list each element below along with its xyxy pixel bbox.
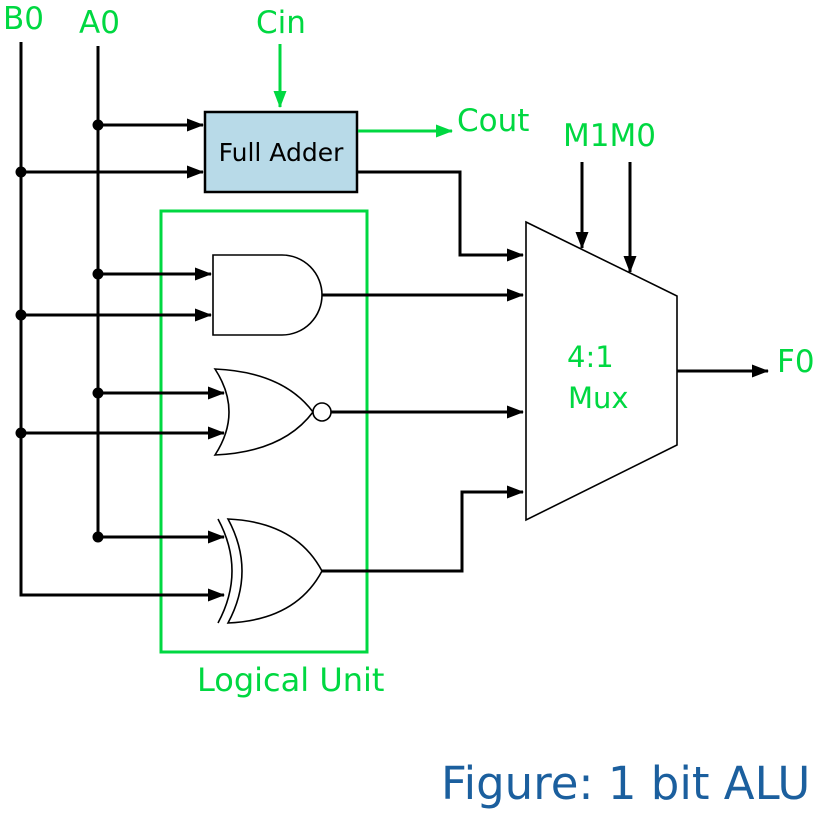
full-adder-label: Full Adder xyxy=(218,137,344,167)
label-a0: A0 xyxy=(79,5,120,41)
figure-caption: Figure: 1 bit ALU xyxy=(441,757,811,810)
label-b0: B0 xyxy=(3,1,44,37)
logical-unit-label: Logical Unit xyxy=(197,661,385,699)
wire-xor-to-mux xyxy=(322,485,524,573)
xor-gate-icon xyxy=(226,518,323,624)
label-f0: F0 xyxy=(777,344,815,380)
full-adder-box xyxy=(203,110,359,194)
and-gate-icon xyxy=(212,254,323,336)
label-m1m0: M1M0 xyxy=(563,118,656,154)
wire-sum-to-mux xyxy=(357,170,524,262)
label-cin: Cin xyxy=(256,5,306,41)
label-cout: Cout xyxy=(457,103,530,139)
nor-gate-icon xyxy=(213,368,315,456)
nor-bubble-icon xyxy=(312,402,332,422)
mux-label-name: Mux xyxy=(568,381,629,415)
junction-dots xyxy=(15,119,104,543)
wire-b0-rail xyxy=(19,42,225,602)
xor-leading-curve xyxy=(217,518,233,624)
mux-label-ratio: 4:1 xyxy=(567,340,614,374)
